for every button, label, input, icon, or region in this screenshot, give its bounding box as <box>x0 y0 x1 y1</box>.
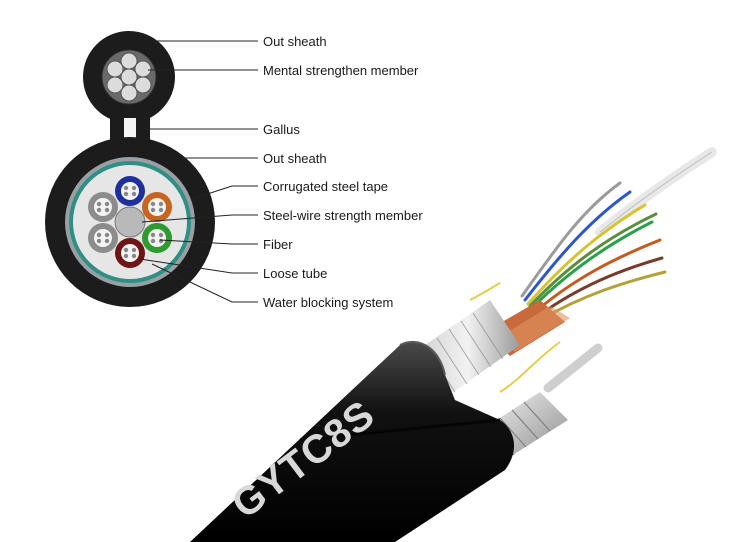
label-out-sheath: Out sheath <box>263 151 327 166</box>
loose-tube-grey-upper <box>88 192 118 222</box>
loose-tube-green <box>142 223 172 253</box>
loose-tube-blue <box>115 176 145 206</box>
messenger-core-wire <box>543 343 603 393</box>
callout-labels: Out sheath Mental strengthen member Gall… <box>263 34 423 310</box>
label-loose-tube: Loose tube <box>263 266 327 281</box>
label-metal-member: Mental strengthen member <box>263 63 419 78</box>
central-strength-member <box>114 206 146 238</box>
label-out-sheath-top: Out sheath <box>263 34 327 49</box>
label-water-blocking: Water blocking system <box>263 295 393 310</box>
label-corrugated-tape: Corrugated steel tape <box>263 179 388 194</box>
cross-section <box>45 31 215 307</box>
label-gallus: Gallus <box>263 122 300 137</box>
loose-tube-grey-lower <box>88 223 118 253</box>
gallus-web <box>124 118 136 140</box>
cable-jacket <box>190 341 515 542</box>
ripcord <box>499 341 561 393</box>
label-fiber: Fiber <box>263 237 293 252</box>
metal-strengthen-wires <box>106 52 152 102</box>
loose-tube-brown <box>115 238 145 268</box>
white-strand <box>595 147 717 237</box>
loose-tube-orange <box>142 192 172 222</box>
leader-lines <box>139 40 258 303</box>
fiber-bundle <box>520 181 667 322</box>
label-steel-wire-member: Steel-wire strength member <box>263 208 423 223</box>
